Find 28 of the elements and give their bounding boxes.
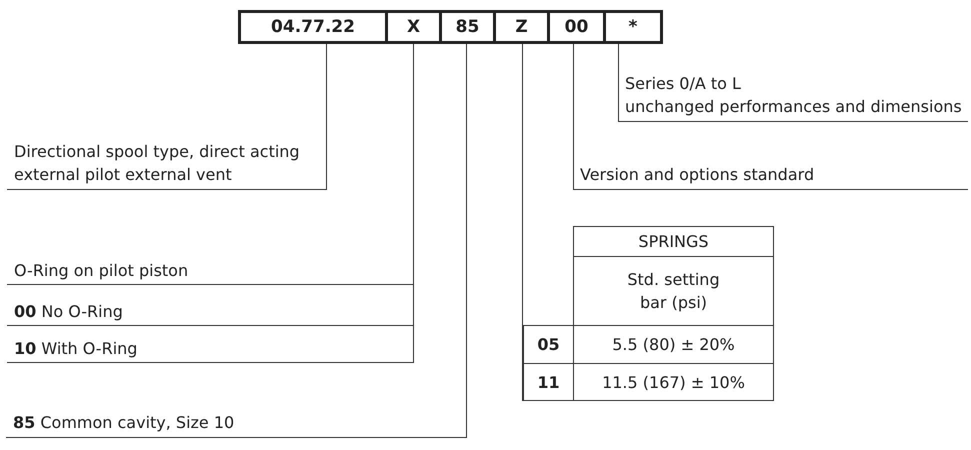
leader-line [326,44,327,140]
code-cell: 11 [523,363,574,401]
leader-line [522,44,523,226]
column-header: Std. setting bar (psi) [573,256,774,326]
code-segment: 04.77.22 [238,10,388,44]
description-text: 85 Common cavity, Size 10 [6,410,467,438]
springs-table [522,226,773,401]
code-segment: Z [493,10,550,44]
description-text: unchanged performances and dimensions [625,96,962,118]
description-text: Series 0/A to L [625,73,742,95]
code-segment: 00 [547,10,606,44]
code-segment: * [603,10,663,44]
leader-line [618,44,619,76]
option-heading: O-Ring on pilot piston [7,258,413,285]
code-cell: 05 [523,325,574,364]
description-text: Directional spool type, direct acting external pilot external vent [7,140,327,190]
option-text: 00 No O-Ring [7,285,413,326]
leader-line [413,44,414,258]
description-frame [618,75,968,122]
option-text: 10 With O-Ring [7,326,413,363]
table-header: SPRINGS [573,226,774,257]
code-segment: X [385,10,442,44]
option-group [7,258,414,363]
value-cell: 11.5 (167) ± 10% [573,363,774,401]
code-segment: 85 [439,10,496,44]
leader-line [466,44,467,410]
leader-line [573,44,574,166]
description-text: Version and options standard [573,165,968,190]
